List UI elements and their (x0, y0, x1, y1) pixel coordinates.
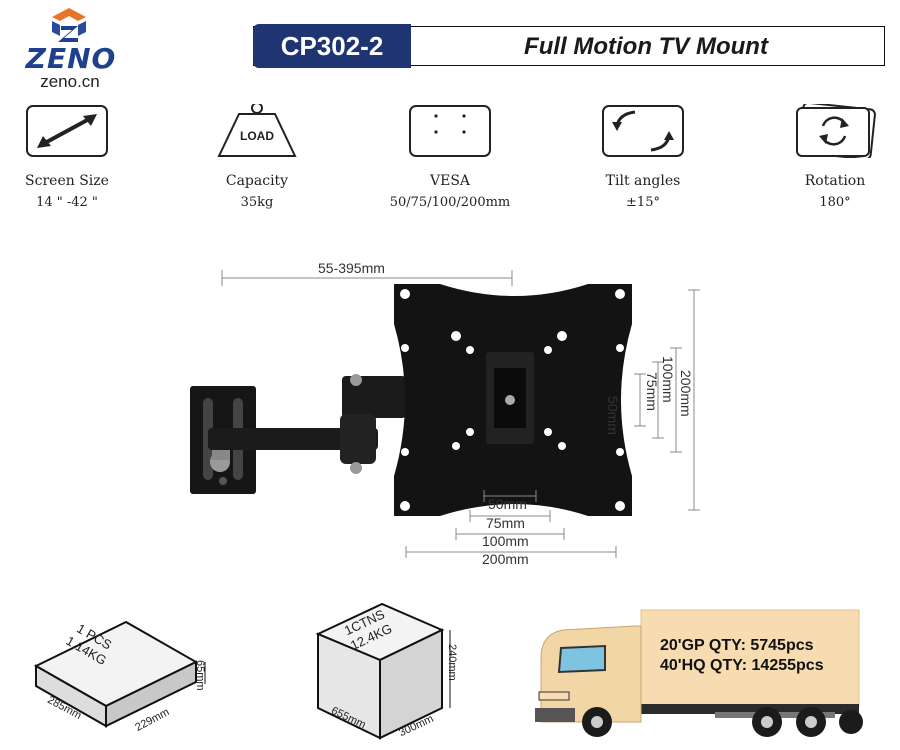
carton-drawing (315, 602, 451, 740)
tilt-arrows-icon (602, 105, 684, 157)
shipping-quantities: 20'GP QTY: 5745pcs 40'HQ QTY: 14255pcs (660, 636, 824, 676)
rotation-icon (796, 101, 876, 161)
qty-20gp: 20'GP QTY: 5745pcs (660, 637, 814, 654)
spec-label: Screen Size (25, 173, 109, 189)
diagonal-arrow-icon (26, 105, 108, 157)
model-number: CP302-2 (253, 24, 411, 68)
spec-value: 50/75/100/200mm (389, 195, 511, 210)
tv-plate (394, 284, 632, 516)
vesa-pattern-icon (409, 105, 491, 157)
width-50-label: 50mm (488, 496, 527, 512)
height-200-label: 200mm (678, 370, 694, 417)
width-dimensions (405, 490, 617, 558)
spec-value: 35kg (240, 195, 274, 210)
height-50-label: 50mm (605, 396, 621, 435)
mount-illustration (190, 270, 700, 558)
inner-box-height: 65mm (194, 660, 206, 691)
spec-value: ±15° (626, 195, 660, 210)
articulating-arm (208, 374, 406, 474)
spec-label: Tilt angles (605, 173, 681, 189)
spec-value: 14 " -42 " (36, 195, 98, 210)
product-title: Full Motion TV Mount (524, 33, 768, 60)
width-100-label: 100mm (482, 533, 529, 549)
spec-label: Capacity (225, 173, 289, 189)
extension-label: 55-395mm (318, 260, 385, 276)
spec-screen-size: Screen Size 14 " -42 " (0, 104, 137, 210)
load-weight-icon: LOAD (217, 102, 297, 157)
height-75-label: 75mm (644, 372, 660, 411)
width-75-label: 75mm (486, 515, 525, 531)
brand-url: zeno.cn (40, 72, 100, 91)
height-dimensions (634, 289, 700, 511)
inner-box-drawing (33, 620, 206, 728)
zeno-logo-icon (52, 8, 86, 42)
height-100-label: 100mm (660, 356, 676, 403)
width-200-label: 200mm (482, 551, 529, 567)
shipping-truck-illustration (535, 609, 863, 737)
spec-vesa: VESA 50/75/100/200mm (380, 104, 520, 210)
spec-tilt: Tilt angles ±15° (573, 104, 713, 210)
spec-rotation: Rotation 180° (765, 101, 900, 210)
brand-logo: ZENO (25, 42, 117, 75)
load-text: LOAD (240, 129, 274, 143)
carton-height: 240mm (446, 644, 458, 681)
spec-capacity: LOAD Capacity 35kg (187, 102, 327, 210)
spec-label: Rotation (804, 173, 866, 189)
spec-label: VESA (429, 173, 471, 189)
extension-dimension (221, 270, 513, 286)
spec-value: 180° (819, 195, 851, 210)
qty-40hq: 40'HQ QTY: 14255pcs (660, 657, 824, 674)
